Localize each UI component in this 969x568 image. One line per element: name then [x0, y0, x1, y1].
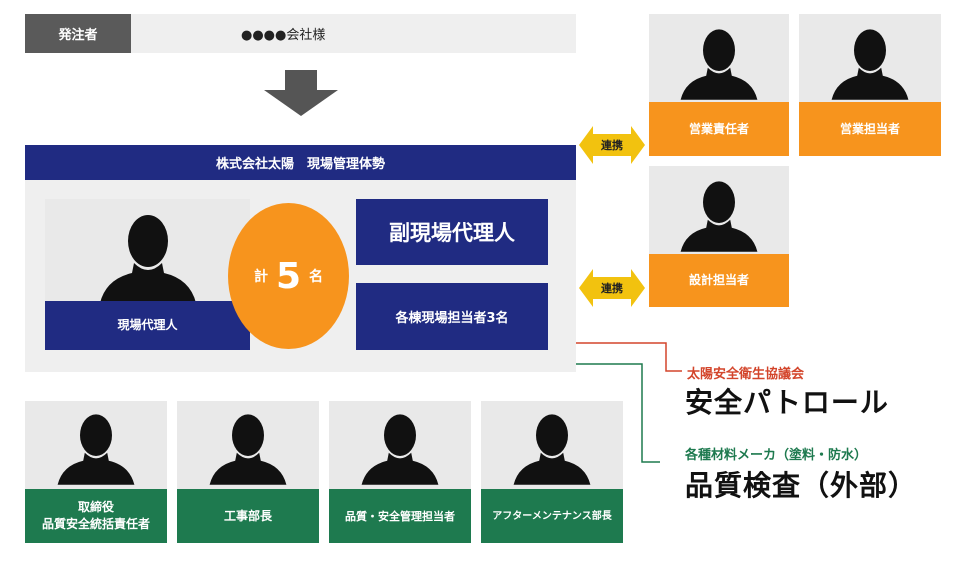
total-prefix: 計 [253, 269, 268, 285]
down-arrow-icon [264, 70, 338, 116]
maintenance-head-card: アフターメンテナンス部長 [481, 401, 623, 543]
executive-title: 取締役 [77, 500, 114, 514]
link-arrow-sales: 連携 [579, 124, 645, 166]
total-circle: 計 5 名 [228, 203, 349, 349]
building-staff-box: 各棟現場担当者3名 [356, 283, 548, 350]
inspect-org: 各種材料メーカ（塗料・防水） [685, 448, 868, 463]
sales-manager-label: 営業責任者 [649, 102, 789, 156]
person-silhouette-icon [680, 29, 758, 100]
deputy-box: 副現場代理人 [356, 199, 548, 265]
org-header: 株式会社太陽 現場管理体勢 [25, 145, 576, 180]
construction-head-label: 工事部長 [177, 489, 319, 543]
connector-lines [576, 342, 682, 463]
site-manager-card: 現場代理人 [45, 199, 250, 350]
person-silhouette-icon [361, 414, 439, 485]
sales-staff-card: 営業担当者 [799, 14, 941, 156]
link-label: 連携 [601, 282, 623, 295]
link-label: 連携 [601, 139, 623, 152]
double-arrow-icon [579, 269, 645, 307]
construction-head-card: 工事部長 [177, 401, 319, 543]
person-silhouette-icon [680, 181, 758, 252]
site-manager-label: 現場代理人 [45, 301, 250, 350]
link-arrow-design: 連携 [579, 267, 645, 309]
maintenance-head-label: アフターメンテナンス部長 [481, 489, 623, 543]
inspect-title: 品質検査（外部） [685, 469, 918, 502]
double-arrow-icon [579, 126, 645, 164]
quality-safety-label: 品質・安全管理担当者 [329, 489, 471, 543]
design-staff-label: 設計担当者 [649, 254, 789, 307]
patrol-org: 太陽安全衛生協議会 [687, 367, 805, 382]
executive-label: 取締役 品質安全統括責任者 [25, 489, 167, 543]
executive-role: 品質安全統括責任者 [41, 517, 150, 531]
person-silhouette-icon [57, 414, 135, 485]
quality-safety-card: 品質・安全管理担当者 [329, 401, 471, 543]
total-number: 5 [275, 255, 302, 297]
client-value: ●●●●会社様 [131, 14, 576, 53]
design-staff-card: 設計担当者 [649, 166, 789, 307]
sales-manager-card: 営業責任者 [649, 14, 789, 156]
total-suffix: 名 [309, 269, 324, 285]
person-silhouette-icon [831, 29, 909, 100]
client-label: 発注者 [25, 14, 131, 53]
person-silhouette-icon [513, 414, 591, 485]
person-silhouette-icon [209, 414, 287, 485]
sales-staff-label: 営業担当者 [799, 102, 941, 156]
person-silhouette-icon [99, 215, 196, 303]
patrol-title: 安全パトロール [685, 386, 889, 419]
executive-card: 取締役 品質安全統括責任者 [25, 401, 167, 543]
